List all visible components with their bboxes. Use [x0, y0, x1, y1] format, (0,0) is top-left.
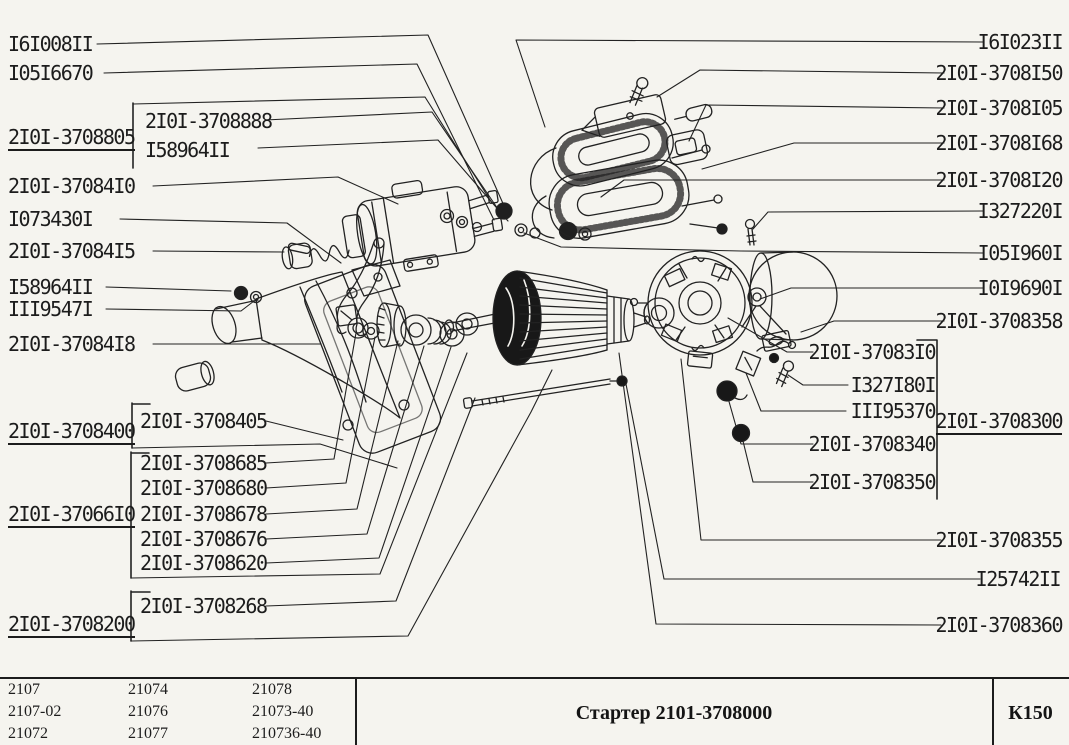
part-label: I05I6670 [8, 61, 94, 85]
model-number: 210736-40 [252, 725, 322, 742]
assembly-label: 2I0I-3708400 [8, 419, 136, 445]
part-label: 2I0I-3708I50 [935, 61, 1064, 85]
assembly-label: 2I0I-3708300 [935, 409, 1063, 435]
model-number: 21078 [252, 681, 292, 698]
part-label: 2I0I-3708355 [935, 528, 1064, 552]
solenoid-drawing [281, 179, 504, 272]
field-coils-drawing [529, 112, 728, 239]
model-number: 2107 [8, 681, 40, 698]
part-label: 2I0I-3708888 [145, 109, 273, 133]
part-label: III9547I [8, 297, 94, 321]
part-label: 2I0I-3708620 [140, 551, 268, 575]
model-number: 21072 [8, 725, 48, 742]
part-label: 2I0I-3708268 [140, 594, 268, 618]
model-number: 21073-40 [252, 703, 314, 720]
part-label: 2I0I-3708678 [140, 502, 268, 526]
part-label: 2I0I-3708I05 [935, 96, 1064, 120]
brush-and-fasteners-drawing [716, 340, 797, 443]
assembly-label: 2I0I-3708805 [8, 125, 136, 151]
part-label: 2I0I-3708685 [140, 451, 268, 475]
part-label: 2I0I-37084I8 [8, 332, 136, 356]
part-label: 2I0I-3708I68 [935, 131, 1064, 155]
rear-cover-drawing [741, 251, 838, 352]
part-label: I58964II [145, 138, 231, 162]
page-code: К150 [1008, 702, 1053, 724]
tie-bolt-drawing [462, 375, 628, 409]
armature-drawing [443, 270, 651, 366]
part-label: I327220I [977, 199, 1064, 223]
part-label: I327I80I [850, 373, 937, 397]
model-number: 21074 [128, 681, 168, 698]
model-number: 2107-02 [8, 703, 62, 720]
part-label: I05I960I [977, 241, 1064, 265]
group-brackets [130, 102, 938, 642]
assembly-label: 2I0I-3708200 [8, 612, 136, 638]
brush-bar-drawing [581, 77, 713, 166]
part-label: I6I008II [8, 32, 94, 56]
model-number: 21076 [128, 703, 168, 720]
terminal-screw-drawing [744, 218, 757, 246]
title-block-divider-right [992, 678, 994, 745]
part-label: 2I0I-3708676 [140, 527, 268, 551]
title-block-top-border [0, 677, 1069, 679]
part-label: I25742II [975, 567, 1062, 591]
part-label: 2I0I-3708358 [935, 309, 1064, 333]
part-label: 2I0I-3708680 [140, 476, 268, 500]
part-label: III95370 [850, 399, 937, 423]
part-label: I58964II [8, 275, 94, 299]
part-label: I073430I [8, 207, 94, 231]
page-title: Стартер 2101-3708000 [575, 702, 773, 724]
part-label: 2I0I-3708350 [808, 470, 937, 494]
part-label: 2I0I-37084I5 [8, 239, 136, 263]
part-label: I6I023II [977, 30, 1064, 54]
part-label: 2I0I-3708I20 [935, 168, 1064, 192]
part-label: I0I9690I [977, 276, 1064, 300]
part-label: 2I0I-3708340 [808, 432, 937, 456]
title-block-divider-left [355, 678, 357, 745]
part-label: 2I0I-37083I0 [808, 340, 937, 364]
assembly-label: 2I0I-37066I0 [8, 502, 136, 528]
leader-lines-right [515, 39, 984, 626]
bushing-drawing [643, 297, 675, 329]
model-number: 21077 [128, 725, 168, 742]
exploded-view-drawing [96, 34, 984, 642]
brush-holder-plate-drawing [629, 250, 753, 369]
solenoid-washers-drawing [439, 202, 592, 241]
drive-gear-clutch-drawing [347, 302, 479, 348]
part-label: 2I0I-3708360 [935, 613, 1064, 637]
part-label: 2I0I-37084I0 [8, 174, 136, 198]
part-label: 2I0I-3708405 [140, 409, 268, 433]
